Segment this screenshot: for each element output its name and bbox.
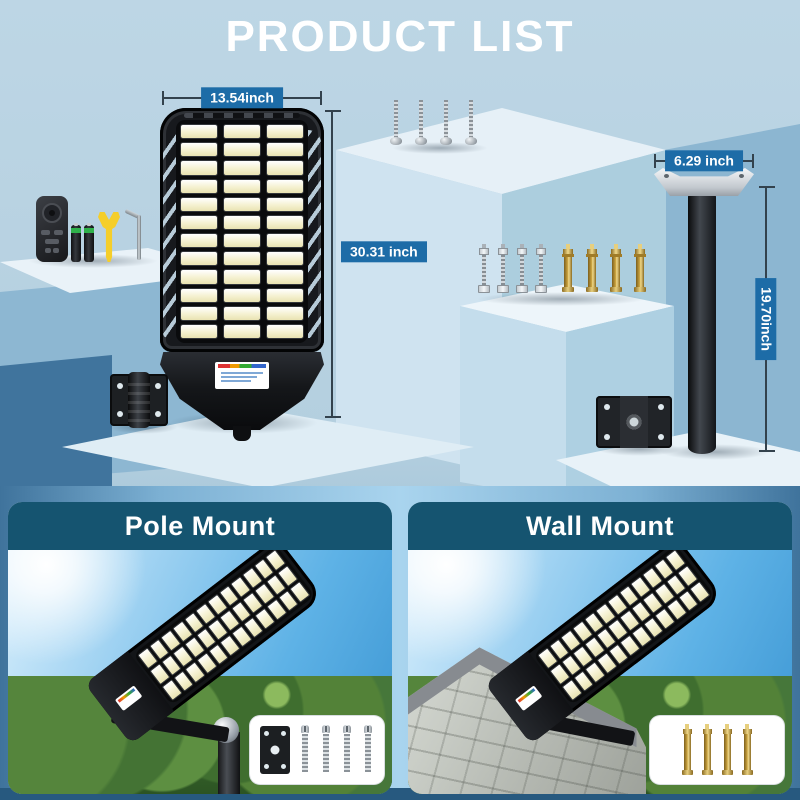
hex-key-icon: [124, 208, 146, 262]
pole-mount-card: Pole Mount: [8, 502, 392, 794]
side-vent-stripes: [308, 130, 321, 338]
anchor-bolt-icon: [681, 724, 693, 776]
page-title: PRODUCT LIST: [225, 12, 575, 61]
wall-mount-header: Wall Mount: [408, 502, 792, 550]
side-vent-stripes: [163, 130, 176, 338]
silver-bolt: [535, 244, 547, 300]
mounting-pole: [688, 193, 716, 454]
pole-height-label: 19.70inch: [755, 278, 777, 360]
lamp-height-label: 30.31 inch: [341, 240, 427, 263]
silver-bolt: [497, 244, 509, 300]
remote-control: [36, 196, 68, 262]
product-label-sticker: [114, 685, 143, 712]
street-light: [160, 108, 324, 441]
product-label-sticker: [215, 362, 269, 389]
product-label-sticker: [514, 685, 543, 712]
brass-anchors: [562, 244, 646, 304]
street-pole: [218, 732, 240, 794]
pole-height-dimension: 19.70inch: [755, 186, 777, 452]
brass-anchor: [562, 244, 574, 302]
wall-mount-hardware-inset: [650, 716, 784, 784]
aaa-battery: [84, 223, 94, 262]
wall-mount-plate-bracket: [596, 396, 672, 448]
anchor-bolt-icon: [701, 724, 713, 776]
street-light-head: [160, 108, 324, 352]
screw-icon: [299, 725, 311, 775]
brass-anchor: [610, 244, 622, 302]
brass-anchor: [586, 244, 598, 302]
brass-anchor: [634, 244, 646, 302]
lamp-width-label: 13.54inch: [201, 87, 283, 109]
bolts-shadow: [476, 292, 646, 306]
street-light-housing: [160, 352, 324, 430]
mount-stub: [233, 426, 251, 441]
pole-mount-header: Pole Mount: [8, 502, 392, 550]
pole-mount-photo: [8, 550, 392, 794]
bracket-icon: [260, 726, 290, 774]
screw-icon: [362, 725, 374, 775]
wall-mount-photo: [408, 550, 792, 794]
silver-bolts: [478, 244, 548, 302]
pole-width-dimension: 6.29 inch: [654, 150, 754, 172]
wall-mount-title: Wall Mount: [526, 510, 674, 541]
silver-bolt: [478, 244, 490, 300]
machine-screws: [390, 100, 482, 152]
screw-icon: [341, 725, 353, 775]
anchor-bolt-icon: [721, 724, 733, 776]
remote-dpad: [42, 203, 62, 223]
lamp-height-dimension: 30.31 inch: [325, 110, 427, 418]
pole-width-label: 6.29 inch: [665, 150, 743, 172]
pole-shadow: [660, 444, 770, 460]
screws-shadow: [392, 142, 488, 154]
pole-mount-title: Pole Mount: [124, 510, 276, 541]
vent-strip: [184, 113, 300, 118]
pole-mount-hardware-inset: [250, 716, 384, 784]
machine-screw: [390, 100, 402, 148]
lamp-width-dimension: 13.54inch: [162, 87, 322, 109]
aaa-battery: [71, 223, 81, 262]
pole-hinge-bracket: [110, 372, 168, 428]
led-panel-grid: [176, 120, 308, 343]
machine-screw: [465, 100, 477, 148]
wall-mount-card: Wall Mount: [408, 502, 792, 794]
machine-screw: [415, 100, 427, 148]
screw-icon: [320, 725, 332, 775]
machine-screw: [440, 100, 452, 148]
anchor-bolt-icon: [741, 724, 753, 776]
silver-bolt: [516, 244, 528, 300]
